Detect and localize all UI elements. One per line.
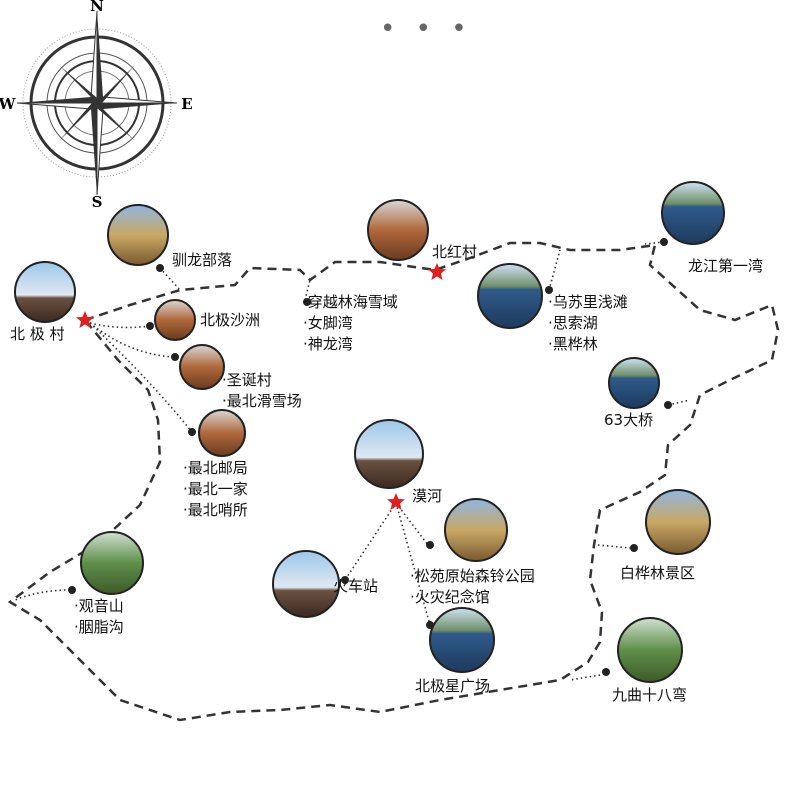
photo-guanyin	[80, 531, 144, 595]
label-wusuli: ·乌苏里浅滩·思索湖·黑桦林	[548, 293, 628, 353]
label-guanyin-mountain: 观音山	[78, 597, 124, 615]
photo-station	[272, 550, 340, 618]
label-sisuo-lake: 思索湖	[552, 314, 598, 332]
photo-beihong	[367, 199, 429, 261]
star-markers	[76, 263, 446, 510]
label-christmas-village: 圣诞村	[226, 371, 272, 389]
photo-post-office	[198, 409, 246, 457]
label-northmost-home: 最北一家	[187, 480, 248, 498]
label-sentry: 最北哨所	[187, 501, 248, 519]
label-fire-memorial: 火灾纪念馆	[414, 588, 490, 606]
label-nvjiao: 女脚湾	[307, 314, 353, 332]
label-post: ·最北邮局·最北一家·最北哨所	[183, 459, 248, 519]
label-wusuli-shoal: 乌苏里浅滩	[552, 293, 628, 311]
label-station: 火车站	[333, 577, 379, 595]
photo-songyuan	[444, 498, 508, 562]
label-heihua: 黑桦林	[552, 335, 598, 353]
star-icon	[428, 263, 446, 280]
compass-west: W	[0, 95, 17, 113]
label-birch: 白桦林景区	[620, 564, 696, 582]
region-border-route	[7, 241, 780, 722]
photo-beiji-sandbar	[154, 299, 196, 341]
label-xunlong: 驯龙部落	[172, 251, 233, 269]
label-polaris: 北极星广场	[415, 677, 491, 695]
header-dots: • • •	[380, 14, 473, 44]
photo-polaris	[429, 607, 495, 673]
photo-beiji-village	[14, 261, 76, 323]
connector-dots	[68, 238, 672, 676]
label-mohe: 漠河	[412, 487, 443, 505]
label-beiji-sandbar: 北极沙洲	[200, 311, 261, 329]
photo-mohe	[354, 419, 424, 489]
connectors	[14, 241, 691, 681]
label-christmas: ·圣诞村·最北滑雪场	[222, 371, 302, 410]
star-icon	[76, 311, 94, 328]
photo-jiuqu	[617, 617, 683, 683]
label-yanzhi: 胭脂沟	[78, 618, 124, 636]
compass-south: S	[92, 193, 103, 211]
photo-xunlong	[107, 204, 169, 266]
photo-bridge63	[608, 357, 660, 409]
photo-christmas-village	[179, 344, 225, 390]
label-forest: ·穿越林海雪域·女脚湾·神龙湾	[303, 293, 398, 353]
label-ski: 最北滑雪场	[226, 392, 302, 410]
compass-rose-icon: N E S W	[0, 0, 193, 211]
label-post-office: 最北邮局	[187, 459, 248, 477]
star-icon	[387, 493, 405, 510]
photo-thumbnails	[14, 181, 725, 683]
photo-birch	[645, 489, 711, 555]
label-beihong: 北红村	[432, 243, 478, 261]
label-beiji-village: 北 极 村	[10, 325, 65, 343]
label-bridge63: 63大桥	[604, 411, 654, 429]
compass-east: E	[181, 95, 192, 113]
label-longjiang: 龙江第一湾	[688, 257, 764, 275]
label-songyuan-park: 松苑原始森铃公园	[414, 567, 535, 585]
label-songyuan: ·松苑原始森铃公园·火灾纪念馆	[410, 567, 535, 606]
photo-longjiang	[661, 181, 725, 245]
label-guanyin: ·观音山·胭脂沟	[74, 597, 124, 636]
label-shenlong: 神龙湾	[307, 335, 353, 353]
compass-north: N	[90, 0, 104, 15]
label-jiuqu: 九曲十八弯	[612, 686, 688, 704]
photo-wusuli	[477, 263, 543, 329]
label-forest-snow: 穿越林海雪域	[307, 293, 398, 311]
